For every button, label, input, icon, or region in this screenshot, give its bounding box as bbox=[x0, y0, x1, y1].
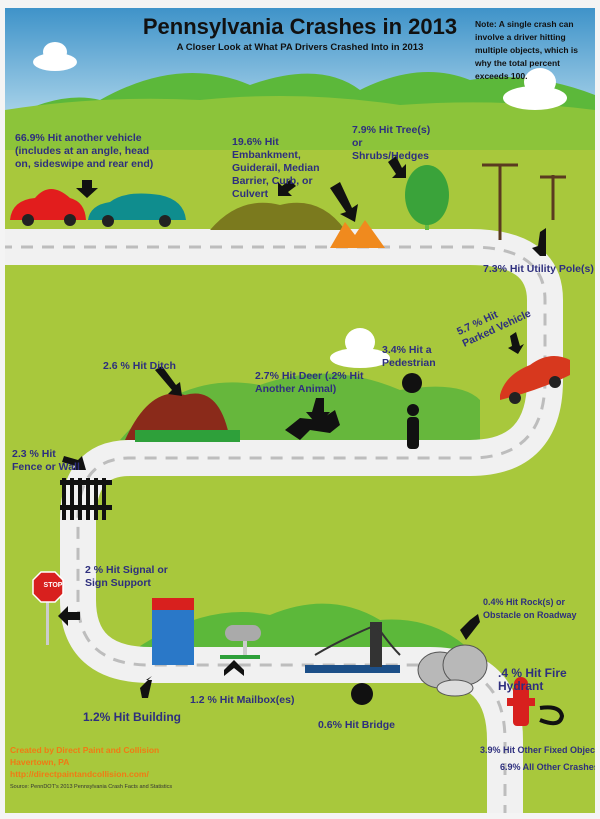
fence-icon bbox=[60, 478, 112, 520]
pedestrian-icon bbox=[407, 404, 419, 449]
tree-icon bbox=[405, 165, 449, 230]
arrow-icon bbox=[508, 332, 524, 354]
arrow-icon bbox=[402, 373, 422, 393]
arrow-icon bbox=[388, 156, 406, 178]
label-fire-hydrant: .4 % Hit Fire Hydrant bbox=[498, 666, 567, 693]
label-bridge: 0.6% Hit Bridge bbox=[318, 719, 396, 731]
label-other-fixed: 3.9% Hit Other Fixed Object bbox=[480, 745, 595, 755]
label-utility-pole: 7.3% Hit Utility Pole(s) bbox=[483, 263, 594, 275]
credit-location: Havertown, PA bbox=[10, 757, 70, 767]
arrow-icon bbox=[62, 456, 86, 470]
stop-sign-icon bbox=[32, 571, 64, 645]
stop-sign-text: STOP bbox=[43, 582, 63, 589]
label-tree: 7.9% Hit Tree(s) or Shrubs/Hedges bbox=[352, 124, 431, 162]
label-embankment: 19.6% Hit Embankment, Guiderail, Median … bbox=[232, 136, 320, 200]
label-mailbox: 1.2 % Hit Mailbox(es) bbox=[190, 694, 295, 706]
label-vehicle: 66.9% Hit another vehicle (includes at a… bbox=[15, 132, 154, 170]
arrow-icon bbox=[76, 180, 98, 198]
arrow-icon bbox=[224, 660, 244, 676]
page-subtitle: A Closer Look at What PA Drivers Crashed… bbox=[176, 42, 424, 53]
ditch-icon bbox=[125, 393, 240, 442]
cloud-icon bbox=[503, 68, 567, 110]
credit-url[interactable]: http://directpaintandcollision.com/ bbox=[10, 769, 149, 779]
red-car-icon bbox=[10, 189, 86, 226]
teal-car-icon bbox=[88, 193, 186, 227]
arrow-icon bbox=[330, 182, 358, 222]
label-fence: 2.3 % Hit Fence or Wall bbox=[12, 448, 80, 473]
label-rock: 0.4% Hit Rock(s) or Obstacle on Roadway bbox=[483, 597, 577, 620]
bottom-hills bbox=[120, 603, 480, 660]
utility-pole-icon bbox=[482, 163, 566, 240]
bridge-icon bbox=[305, 622, 401, 673]
arrow-icon bbox=[278, 180, 296, 196]
arrow-icon bbox=[460, 614, 480, 640]
infographic: Pennsylvania Crashes in 2013 A Closer Lo… bbox=[5, 8, 595, 813]
label-all-other: 6.9% All Other Crashes bbox=[500, 762, 595, 772]
label-building: 1.2% Hit Building bbox=[83, 710, 182, 724]
rocks-icon bbox=[417, 644, 488, 697]
near-hills bbox=[5, 96, 595, 150]
building-icon bbox=[152, 598, 194, 665]
cloud-icon bbox=[33, 42, 77, 71]
arrow-icon bbox=[155, 366, 182, 396]
arrow-icon bbox=[306, 398, 330, 426]
embankment-icon bbox=[210, 202, 345, 230]
cone-icon bbox=[330, 220, 385, 248]
source-text: Source: PennDOT's 2013 Pennsylvania Cras… bbox=[10, 784, 173, 790]
cloud-icon bbox=[330, 328, 390, 368]
arrow-icon bbox=[532, 228, 546, 256]
label-deer: 2.7% Hit Deer (.2% Hit Another Animal) bbox=[255, 370, 364, 395]
note-text: Note: A single crash can involve a drive… bbox=[475, 19, 578, 81]
page-title: Pennsylvania Crashes in 2013 bbox=[142, 14, 458, 39]
parked-car-icon bbox=[500, 356, 570, 404]
deer-icon bbox=[285, 410, 340, 440]
arrow-icon bbox=[58, 606, 80, 626]
arrow-icon bbox=[539, 705, 565, 726]
credit-created-by: Created by Direct Paint and Collision bbox=[10, 745, 160, 755]
label-signal: 2 % Hit Signal or Sign Support bbox=[85, 564, 168, 589]
label-ditch: 2.6 % Hit Ditch bbox=[103, 360, 176, 372]
fire-hydrant-icon bbox=[507, 677, 535, 726]
label-pedestrian: 3.4% Hit a Pedestrian bbox=[382, 344, 436, 369]
scene-illustration bbox=[5, 8, 595, 813]
arrow-icon bbox=[140, 676, 152, 698]
arrow-icon bbox=[351, 683, 373, 705]
mailbox-icon bbox=[220, 625, 261, 659]
arrow-icons bbox=[58, 156, 565, 726]
